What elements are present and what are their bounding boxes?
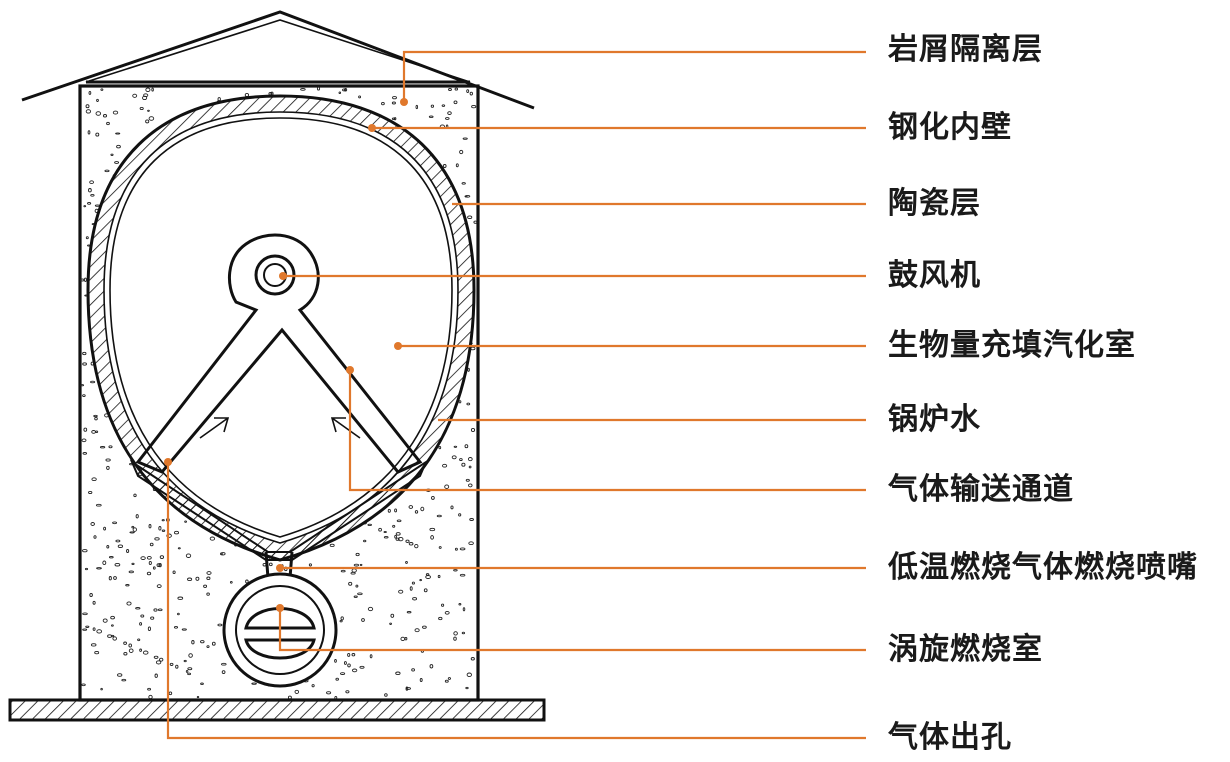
vessel-bottom-hatch (129, 459, 429, 561)
label-boiler-water: 锅炉水 (888, 402, 981, 437)
leader-vortex (278, 608, 866, 652)
label-vortex-combustion-chamber: 涡旋燃烧室 (888, 632, 1043, 667)
leader-lines (164, 50, 866, 740)
roof (21, 10, 535, 110)
label-blower: 鼓风机 (888, 258, 981, 293)
leader-rock-dust (402, 50, 866, 102)
label-steel-inner-wall: 钢化内壁 (888, 110, 1012, 145)
label-low-temp-gas-burner-nozzle: 低温燃烧气体燃烧喷嘴 (888, 550, 1198, 585)
label-gas-outlet: 气体出孔 (888, 720, 1012, 755)
leader-gas-channel (348, 370, 866, 492)
label-biomass-gasification-chamber: 生物量充填汽化室 (888, 328, 1136, 363)
label-gas-delivery-channel: 气体输送通道 (888, 472, 1074, 507)
blower-assembly (135, 233, 423, 474)
leader-gas-outlet (166, 462, 866, 740)
base-plate (8, 698, 546, 722)
label-ceramic-layer: 陶瓷层 (888, 186, 981, 221)
label-rock-dust-insulation: 岩屑隔离层 (888, 32, 1043, 67)
